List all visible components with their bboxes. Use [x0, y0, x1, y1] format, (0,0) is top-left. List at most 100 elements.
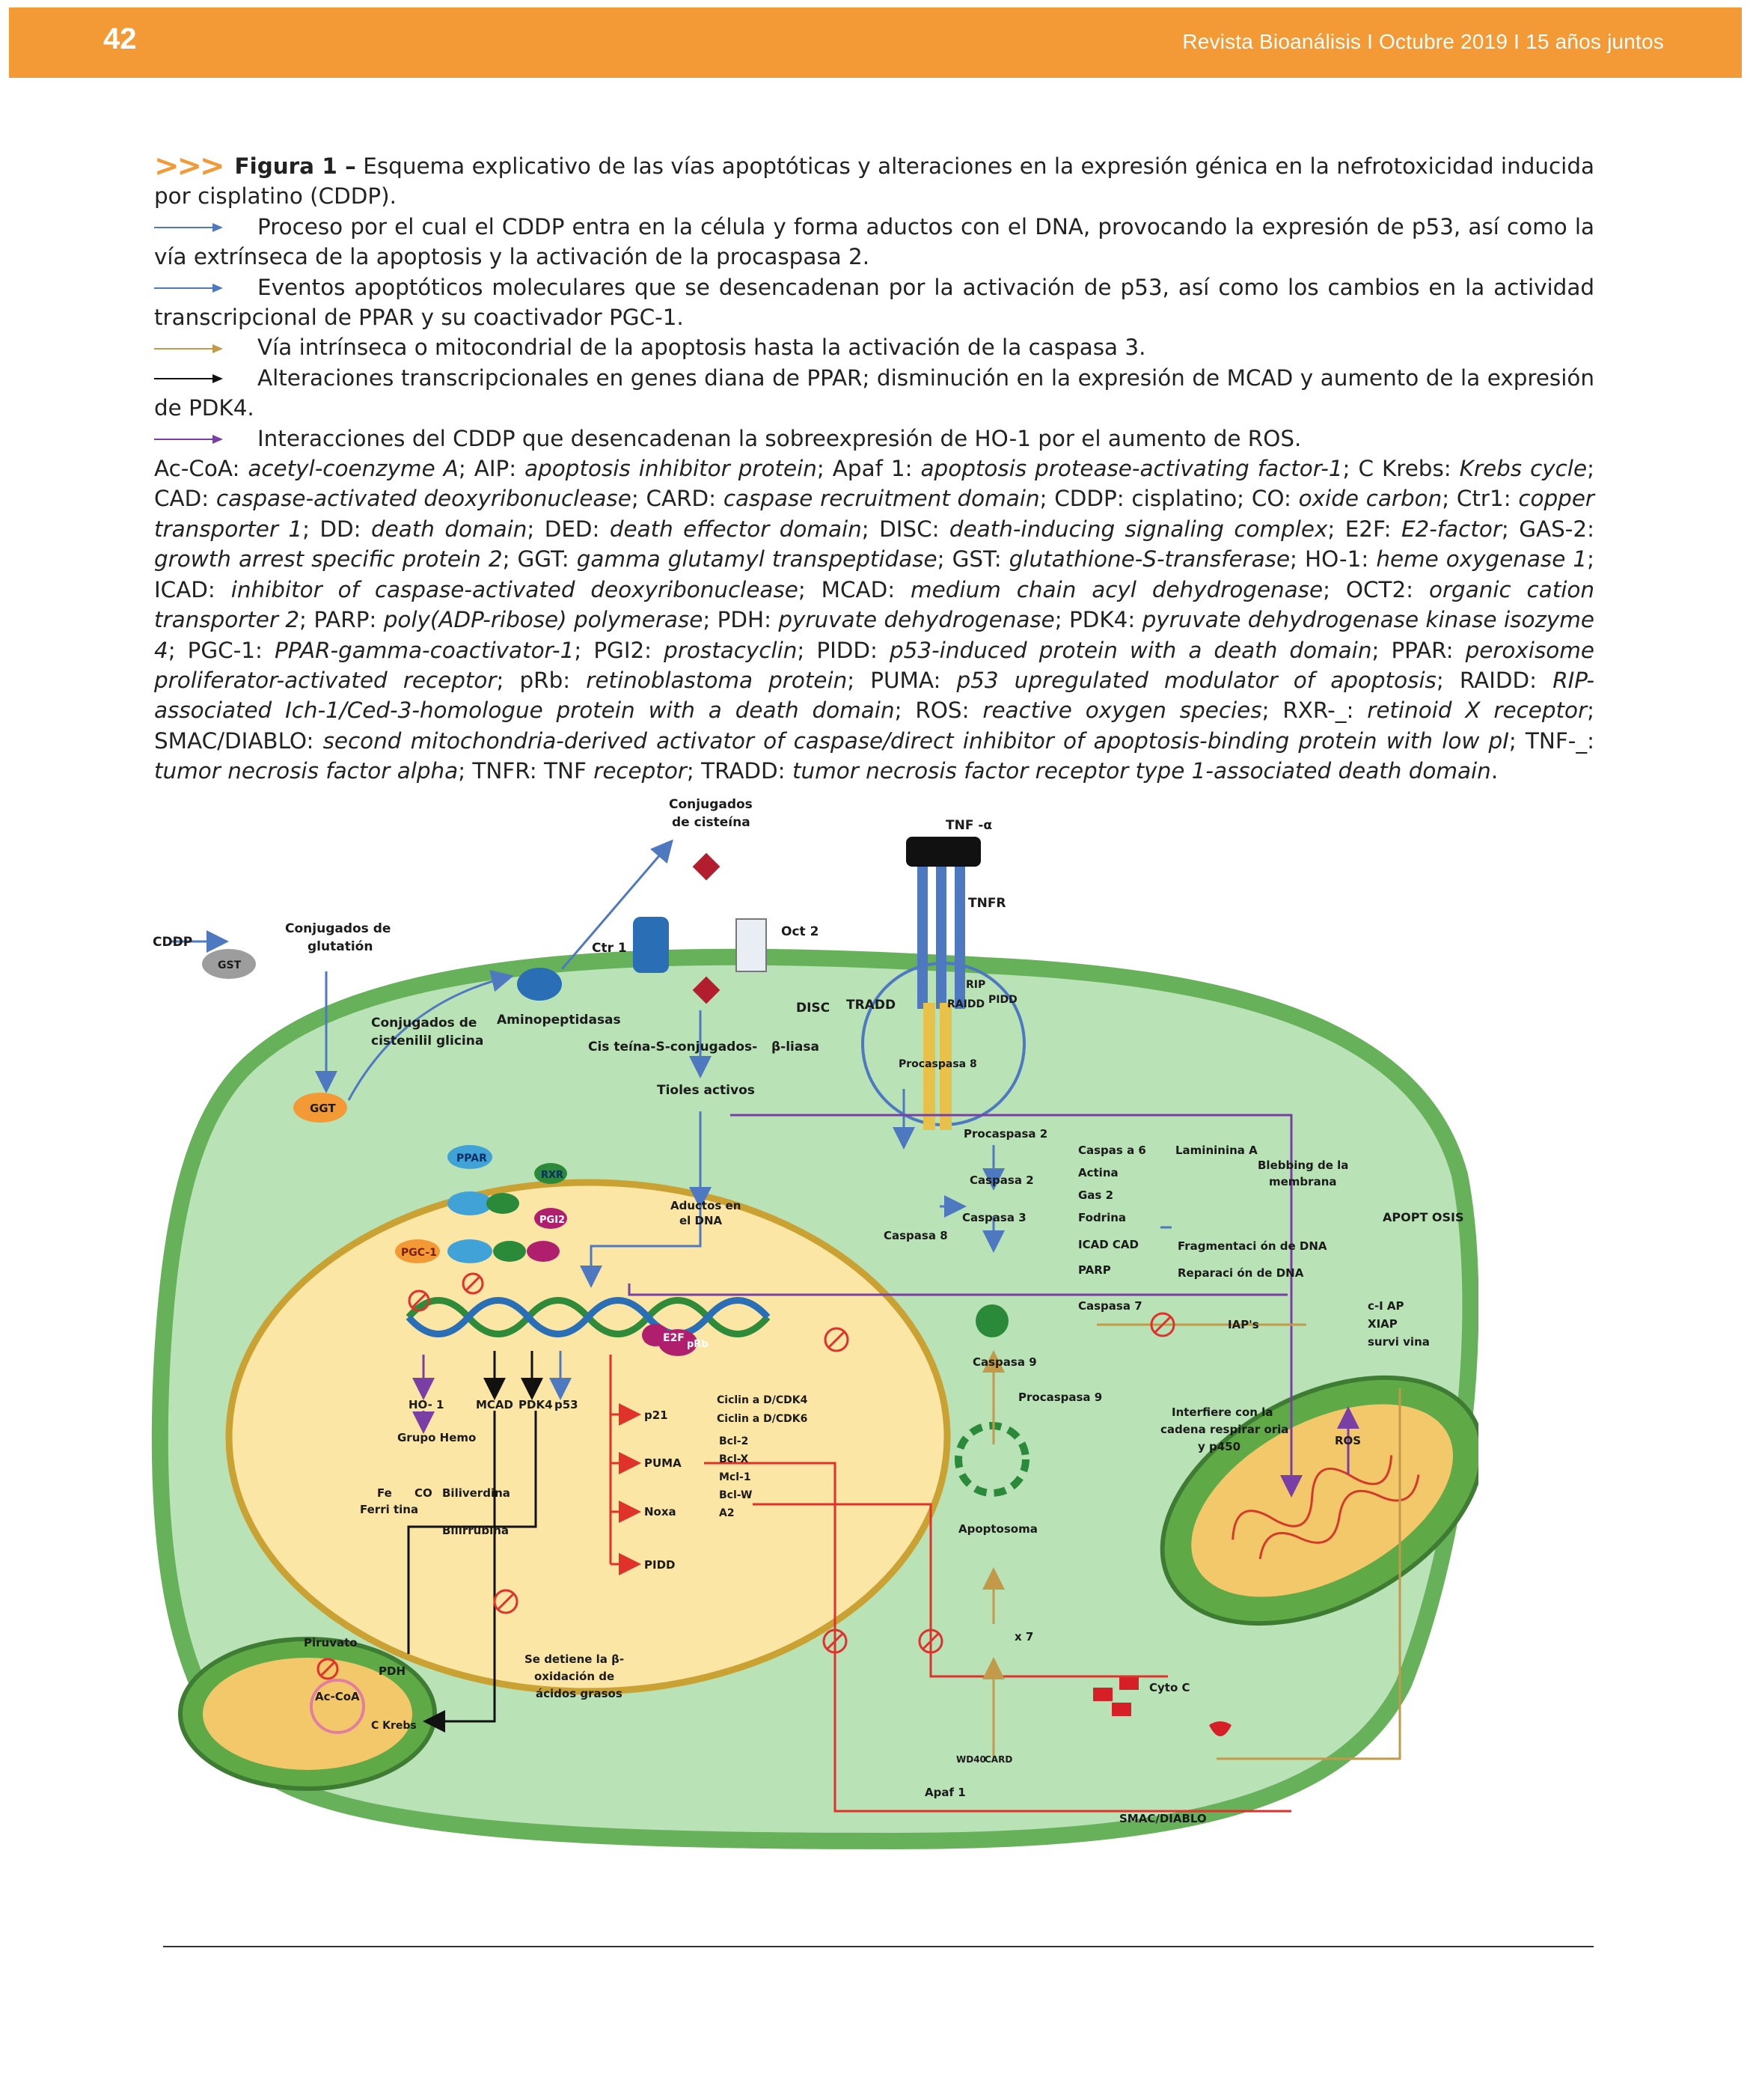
lbl-pidd: PIDD: [988, 994, 1018, 1006]
lbl-iaps: IAP's: [1228, 1318, 1259, 1331]
legend-item: Interacciones del CDDP que desencadenan …: [154, 424, 1594, 454]
caspase9-shape: [976, 1304, 1009, 1337]
abbrev-term: ; CDDP: cisplatino; CO:: [1039, 486, 1299, 512]
cysteine-conjugate-icon-2: [692, 976, 721, 1004]
lbl-pidd2: PIDD: [644, 1558, 675, 1572]
lbl-co: CO: [414, 1486, 432, 1500]
abbrev-term: ; RXR-_:: [1261, 698, 1368, 724]
lbl-conj-cisteinil: Conjugados de: [371, 1016, 477, 1031]
lbl-pgi2: PGI2: [539, 1215, 565, 1226]
cytochrome-c-2: [1119, 1676, 1139, 1690]
lbl-mcad: MCAD: [476, 1398, 513, 1411]
lbl-x7: x 7: [1015, 1630, 1033, 1643]
lbl-bclw: Bcl-W: [719, 1489, 752, 1501]
abbrev-term: ; TRADD:: [686, 758, 792, 784]
abbrev-definition: retinoblastoma protein: [586, 667, 848, 693]
abbrev-definition: organic cation transporter 2: [154, 576, 1595, 633]
lbl-bilirrubina: Bilirrubina: [442, 1524, 509, 1537]
abbrev-definition: retinoid X receptor: [1367, 698, 1588, 724]
lbl-detiene: Se detiene la β-: [524, 1652, 624, 1666]
lbl-interfiere-3: y p450: [1198, 1440, 1240, 1453]
abbrev-definition: receptor: [593, 758, 687, 784]
abbrev-definition: gamma glutamyl transpeptidase: [576, 546, 937, 573]
abbrev-term: Ac-CoA:: [154, 456, 248, 482]
abbrev-term: ; PGI2:: [574, 637, 664, 663]
ggt-shape: [293, 1093, 347, 1123]
lbl-bliasa: β-liasa: [771, 1040, 819, 1054]
lbl-ggt: GGT: [310, 1102, 336, 1115]
abbrev-definition: death effector domain: [609, 516, 862, 542]
lbl-piruvato: Piruvato: [304, 1636, 358, 1649]
lbl-noxa: Noxa: [644, 1505, 676, 1518]
lbl-rip: RIP: [966, 979, 985, 991]
lbl-cytoc: Cyto C: [1149, 1681, 1190, 1694]
lbl-aductos-2: el DNA: [679, 1214, 723, 1227]
lbl-apaf1: Apaf 1: [925, 1786, 966, 1799]
lbl-conj-cisteina: Conjugados: [669, 797, 753, 812]
chevron-marker-icon: >>>: [154, 149, 225, 183]
abbrev-term: ; GST:: [937, 546, 1009, 573]
lbl-bcl2: Bcl-2: [719, 1435, 748, 1447]
lbl-laminina: Lamininina A: [1175, 1144, 1258, 1157]
lbl-bclx: Bcl-X: [719, 1453, 748, 1465]
abbrev-term: ; E2F:: [1327, 516, 1401, 542]
lbl-interfiere-2: cadena respirar oria: [1160, 1423, 1288, 1436]
abbrev-definition: apoptosis protease-activating factor-1: [920, 456, 1343, 482]
oct2-transporter: [735, 918, 767, 972]
lbl-survivina: survi vina: [1368, 1335, 1430, 1349]
lbl-aductos: Aductos en: [670, 1199, 741, 1212]
abbrev-term: ; DED:: [527, 516, 610, 542]
abbrev-term: ; TNF-_:: [1508, 727, 1594, 754]
lbl-icadcad: ICAD CAD: [1078, 1238, 1139, 1251]
lbl-ciclina1: Ciclin a D/CDK4: [717, 1394, 808, 1406]
lbl-apoptosis: APOPT OSIS: [1383, 1210, 1464, 1224]
lbl-cis-conj: Cis teína-S-conjugados-: [588, 1040, 757, 1054]
page-number: 42: [103, 22, 137, 55]
abbrev-term: ; SMAC/DIABLO:: [154, 698, 1594, 754]
lbl-gas2: Gas 2: [1078, 1188, 1113, 1202]
abbrev-definition: tumor necrosis factor alpha: [154, 758, 459, 784]
lbl-puma: PUMA: [644, 1456, 682, 1470]
abbrev-term: ; ICAD:: [154, 546, 1594, 602]
dna-helix: [406, 1297, 771, 1337]
abbrev-term: ; HO-1:: [1290, 546, 1377, 573]
arrow-blue-icon: [154, 283, 226, 293]
figure-label: Figura 1 –: [234, 153, 356, 179]
cytochrome-c-1: [1093, 1688, 1113, 1701]
abbreviations: Ac-CoA: acetyl-coenzyme A; AIP: apoptosi…: [154, 454, 1594, 786]
cysteine-conjugate-icon: [692, 852, 721, 881]
legend-text: Alteraciones transcripcionales en genes …: [154, 364, 1594, 421]
abbrev-term: ; PDK4:: [1054, 607, 1142, 633]
lbl-tnf: TNF -α: [946, 818, 992, 833]
lbl-interfiere: Interfiere con la: [1172, 1405, 1273, 1419]
abbrev-term: ; RAIDD:: [1436, 667, 1553, 693]
abbrev-definition: inhibitor of caspase-activated deoxyribo…: [230, 576, 798, 602]
ctr1-transporter: [633, 917, 669, 973]
lbl-prb: pRb: [687, 1339, 709, 1350]
lbl-tnfr: TNFR: [968, 896, 1006, 911]
lbl-parp: PARP: [1078, 1263, 1111, 1277]
gst-shape: [202, 949, 256, 979]
abbrev-definition: growth arrest specific protein 2: [154, 546, 503, 573]
abbrev-term: ; ROS:: [894, 698, 983, 724]
lbl-ciap: c-I AP: [1368, 1299, 1404, 1313]
abbrev-definition: peroxisome proliferator-activated recept…: [154, 637, 1594, 693]
abbrev-definition: p53 upregulated modulator of apoptosis: [956, 667, 1437, 693]
lbl-tradd: TRADD: [846, 998, 896, 1013]
lbl-ros: ROS: [1335, 1434, 1361, 1447]
lbl-detiene-3: ácidos grasos: [536, 1687, 622, 1700]
legend-text: Vía intrínseca o mitocondrial de la apop…: [257, 335, 1146, 361]
aminopeptidase-shape: [517, 968, 562, 1001]
lbl-smac: SMAC/DIABLO: [1119, 1812, 1207, 1825]
abbrev-definition: heme oxygenase 1: [1376, 546, 1588, 573]
lbl-disc: DISC: [796, 1001, 830, 1016]
apoptosis-pathway-diagram: CDDP GST Conjugados de glutatión GGT Con…: [151, 797, 1478, 1850]
lbl-fodrina: Fodrina: [1078, 1211, 1126, 1224]
lbl-pgc1: PGC-1: [401, 1247, 437, 1259]
lbl-oct2: Oct 2: [781, 924, 819, 939]
legend-item: Eventos apoptóticos moleculares que se d…: [154, 272, 1594, 333]
abbrev-term: .: [1490, 758, 1499, 784]
lbl-ctr1: Ctr 1: [592, 941, 627, 956]
abbrev-definition: reactive oxygen species: [982, 698, 1262, 724]
abbrev-term: ; CARD:: [631, 486, 723, 512]
